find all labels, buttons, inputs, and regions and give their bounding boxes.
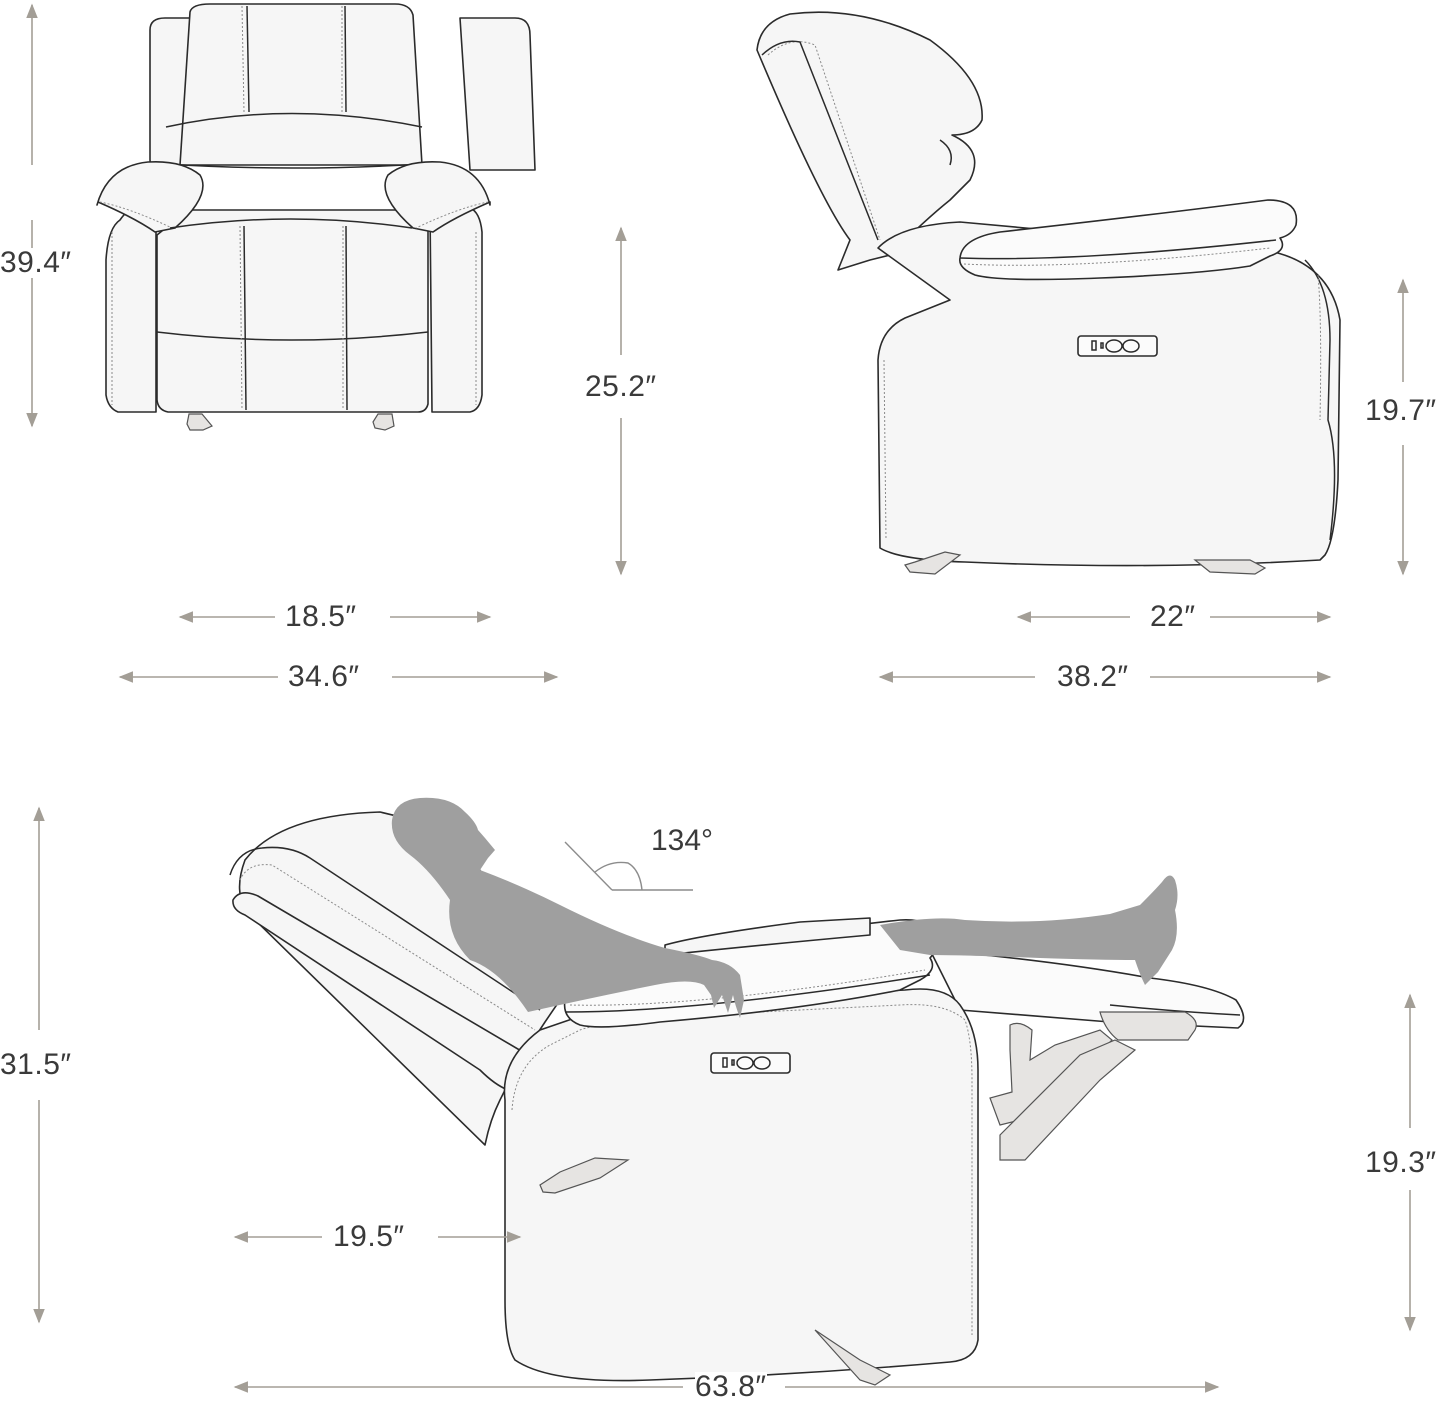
recline-angle-label: 134° <box>651 824 714 857</box>
overall-depth-label: 38.2″ <box>1057 660 1129 693</box>
reclined-length-label: 63.8″ <box>695 1370 767 1403</box>
front-view-chair <box>96 3 536 431</box>
seat-width-label: 18.5″ <box>285 600 357 633</box>
overall-height-label: 39.4″ <box>0 246 72 279</box>
base-depth-label: 19.5″ <box>333 1220 405 1253</box>
overall-width-label: 34.6″ <box>288 660 360 693</box>
person-silhouette <box>391 797 1178 1018</box>
reclined-view-chair <box>229 811 1245 1386</box>
seat-depth-label: 22″ <box>1150 600 1196 633</box>
recline-angle-indicator <box>564 841 693 891</box>
control-panel-icon <box>710 1052 791 1074</box>
footrest-height-label: 19.3″ <box>1365 1146 1437 1179</box>
reclined-height-label: 31.5″ <box>0 1048 72 1081</box>
seat-height-label: 25.2″ <box>585 370 657 403</box>
arm-height-label: 19.7″ <box>1365 394 1437 427</box>
control-panel-icon <box>1077 335 1158 357</box>
side-view-chair <box>756 11 1341 575</box>
